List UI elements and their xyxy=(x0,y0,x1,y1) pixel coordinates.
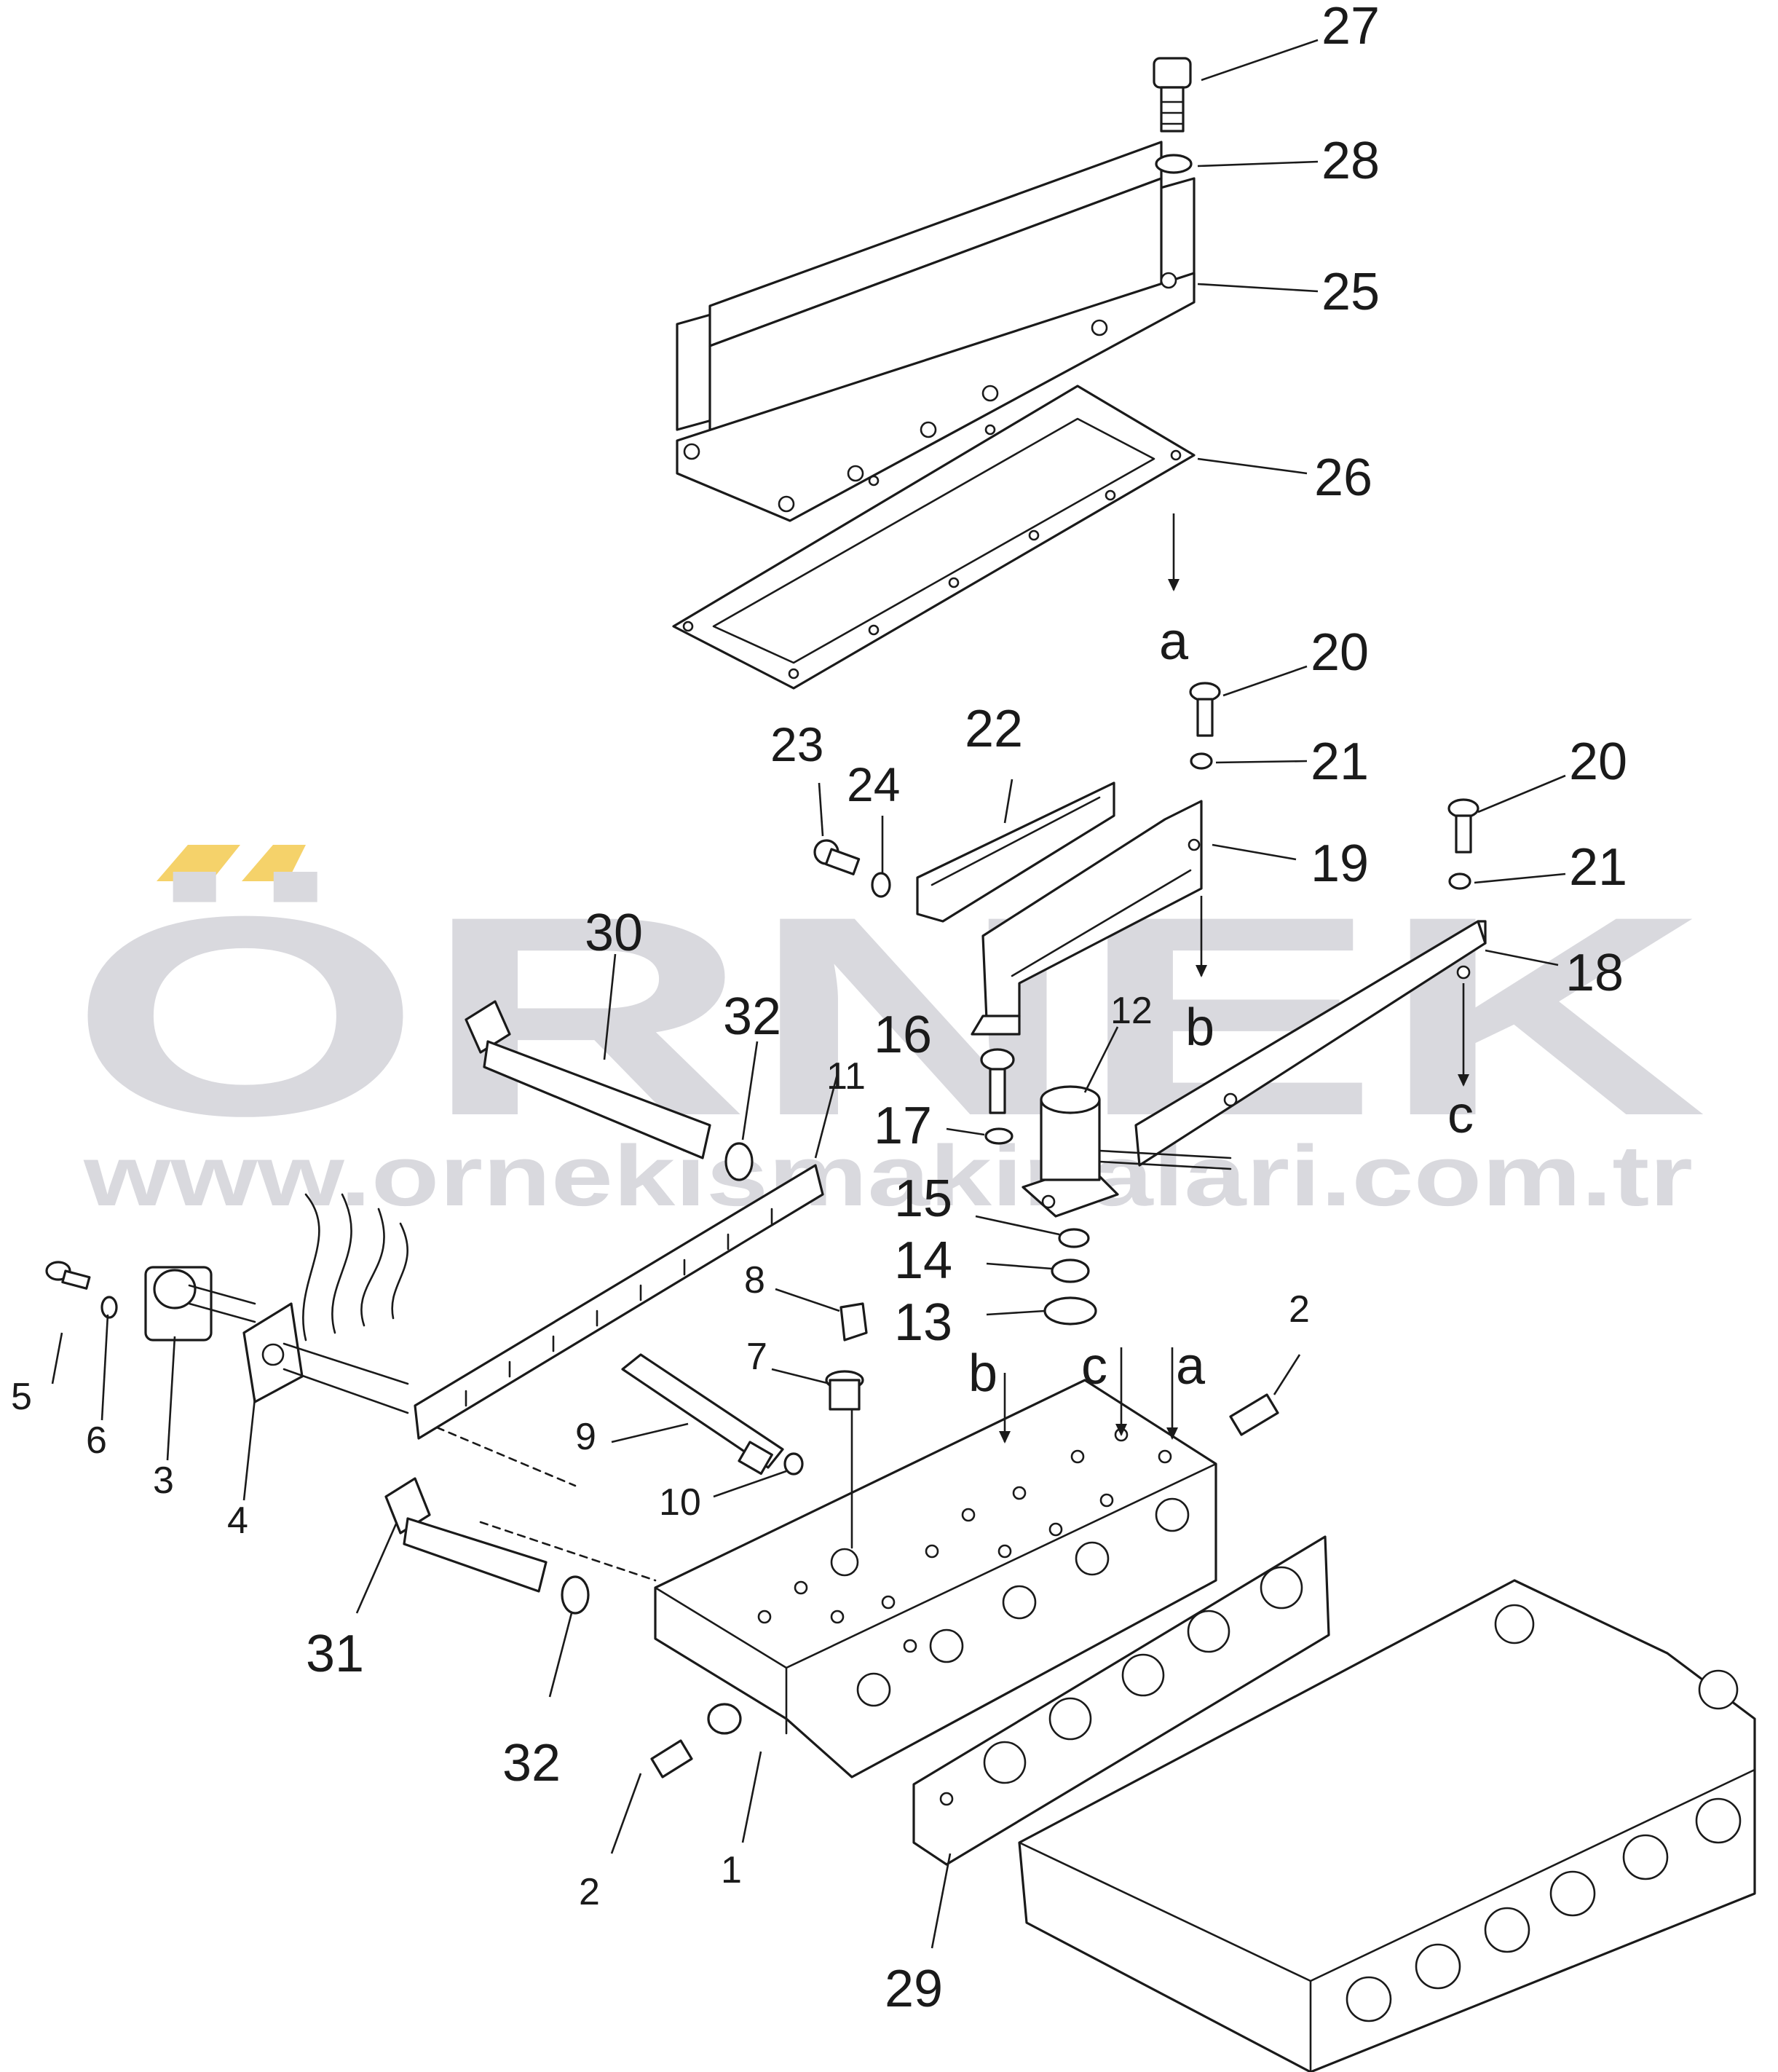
label-10: 10 xyxy=(659,1481,701,1524)
label-11: 11 xyxy=(826,1055,866,1098)
washer-32-lower xyxy=(561,1575,590,1615)
bolt-20-lower xyxy=(1447,798,1479,854)
label-20-lower: 20 xyxy=(1569,733,1627,791)
washer-32-upper xyxy=(724,1142,754,1181)
label-26: 26 xyxy=(1314,449,1372,507)
gasket-outer xyxy=(672,385,1196,690)
label-2-left: 2 xyxy=(579,1871,600,1913)
valve-body-tabs xyxy=(707,1703,742,1735)
label-25: 25 xyxy=(1321,263,1380,321)
bolt-23 xyxy=(813,839,861,875)
bolt-30 xyxy=(465,1000,711,1159)
bolt-20-upper xyxy=(1189,682,1221,737)
o-ring-15 xyxy=(1058,1228,1090,1248)
o-ring-14 xyxy=(1051,1258,1090,1283)
case-outline xyxy=(1018,1579,1756,2072)
plug-8 xyxy=(839,1302,868,1342)
ref-a-top: a xyxy=(1159,612,1189,671)
label-15: 15 xyxy=(894,1170,952,1228)
label-32-upper: 32 xyxy=(723,988,781,1046)
case-bores xyxy=(1346,1604,1742,2022)
watermark-brand: ÖRNEK xyxy=(69,857,1707,1175)
gasket-29 xyxy=(912,1535,1330,1866)
transmission-case xyxy=(1018,1579,1756,2072)
label-24: 24 xyxy=(847,757,900,811)
cover-flange xyxy=(676,272,1196,522)
bolt-5 xyxy=(45,1261,91,1290)
label-6: 6 xyxy=(86,1419,107,1462)
label-14: 14 xyxy=(894,1232,952,1290)
washer-21-upper xyxy=(1190,752,1213,770)
label-29: 29 xyxy=(885,1960,943,2018)
valve-body-1 xyxy=(654,1379,1217,1778)
label-3: 3 xyxy=(153,1460,174,1502)
washer-28 xyxy=(1155,154,1193,174)
label-19: 19 xyxy=(1311,835,1369,893)
label-8: 8 xyxy=(744,1259,765,1301)
label-32-lower: 32 xyxy=(502,1734,561,1792)
label-4: 4 xyxy=(227,1500,248,1542)
ref-b-body: b xyxy=(968,1344,997,1403)
label-12: 12 xyxy=(1110,990,1153,1032)
label-31: 31 xyxy=(306,1625,364,1683)
valve-body-outline xyxy=(654,1379,1217,1778)
label-16: 16 xyxy=(874,1006,932,1064)
cover-bolt-holes xyxy=(683,272,1177,513)
ref-a-body: a xyxy=(1176,1337,1206,1395)
watermark: ÖRNEK www.ornekismakinalari.com.tr xyxy=(69,845,1707,1224)
label-5: 5 xyxy=(11,1376,32,1418)
label-27: 27 xyxy=(1321,0,1380,55)
spool-9 xyxy=(621,1353,784,1476)
o-ring-10 xyxy=(783,1452,804,1476)
washer-17 xyxy=(984,1127,1014,1145)
watermark-umlaut-left xyxy=(157,845,240,881)
part-labels: 27 28 25 26 20 21 19 20 21 18 22 23 24 3… xyxy=(11,0,1627,2018)
label-20-upper: 20 xyxy=(1311,623,1369,682)
gasket-inner xyxy=(712,417,1155,664)
label-21-lower: 21 xyxy=(1569,838,1627,897)
watermark-umlaut-right xyxy=(242,845,306,881)
label-22: 22 xyxy=(965,700,1023,758)
label-21-upper: 21 xyxy=(1311,733,1369,791)
label-28: 28 xyxy=(1321,132,1380,190)
bolt-16 xyxy=(980,1048,1015,1114)
plug-7 xyxy=(825,1370,864,1411)
cover-25 xyxy=(676,141,1196,522)
plug-2-right xyxy=(1229,1393,1279,1436)
connector-3 xyxy=(144,1266,256,1342)
ref-b-top: b xyxy=(1185,998,1214,1057)
label-2-right: 2 xyxy=(1289,1288,1310,1331)
leader-lines xyxy=(51,39,1566,1949)
gasket-holes xyxy=(682,424,1182,679)
plug-2-left xyxy=(650,1739,693,1778)
watermark-url: www.ornekismakinalari.com.tr xyxy=(83,1128,1693,1224)
washer-6 xyxy=(100,1296,118,1319)
label-13: 13 xyxy=(894,1293,952,1352)
harness-plate-4 xyxy=(242,1193,409,1414)
o-ring-13 xyxy=(1043,1296,1097,1325)
label-30: 30 xyxy=(585,904,643,962)
label-17: 17 xyxy=(874,1097,932,1155)
label-23: 23 xyxy=(770,717,823,771)
reference-arrows xyxy=(435,513,1469,1582)
label-7: 7 xyxy=(746,1336,767,1378)
gasket-26 xyxy=(672,385,1196,690)
ref-c-top: c xyxy=(1447,1086,1474,1144)
bracket-19 xyxy=(971,800,1203,1036)
ref-c-body: c xyxy=(1081,1337,1107,1395)
washer-24 xyxy=(871,872,891,898)
label-9: 9 xyxy=(575,1416,596,1458)
harness-rail-11 xyxy=(414,1164,824,1440)
valve-body-holes xyxy=(757,1427,1190,1707)
label-18: 18 xyxy=(1565,944,1624,1002)
plate-22 xyxy=(916,781,1115,923)
bolt-27 xyxy=(1153,57,1192,133)
solenoid-valve-12 xyxy=(1022,1085,1232,1218)
reference-letters: a b c b c a xyxy=(968,612,1474,1403)
bolt-31 xyxy=(384,1477,548,1593)
washer-21-lower xyxy=(1448,872,1471,890)
label-1: 1 xyxy=(721,1849,742,1891)
